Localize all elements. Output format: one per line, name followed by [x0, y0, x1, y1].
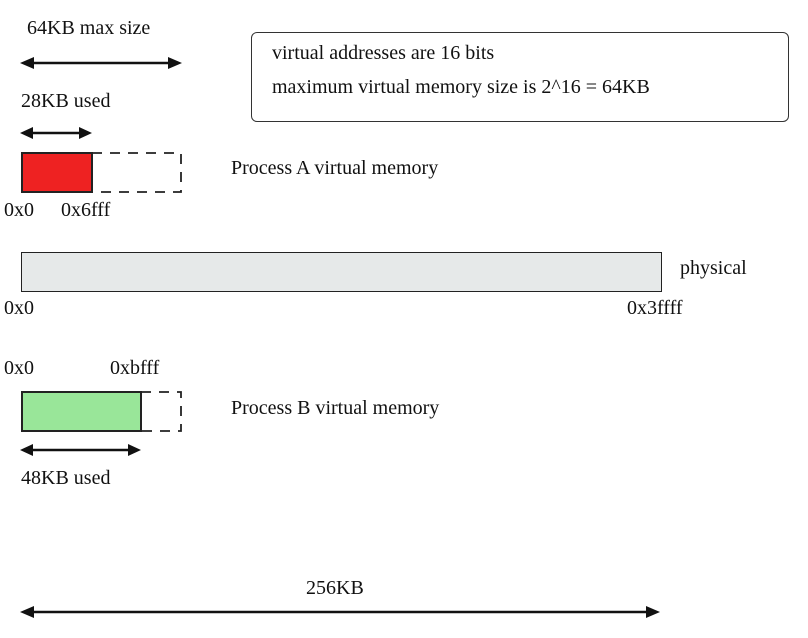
process-a-end-address: 0x6fff: [61, 199, 111, 221]
process-a-title: Process A virtual memory: [231, 157, 439, 179]
process-b-unused-region: [141, 391, 182, 432]
process-b-used-label: 48KB used: [21, 467, 111, 489]
process-b-used-block: [21, 391, 142, 432]
process-a-used-arrow: [20, 127, 92, 139]
physical-memory-block: [21, 252, 662, 292]
max-size-label: 64KB max size: [27, 17, 151, 39]
process-b-title: Process B virtual memory: [231, 397, 440, 419]
physical-end-address: 0x3ffff: [627, 297, 683, 319]
process-a-used-block: [21, 152, 93, 193]
max-size-arrow: [20, 57, 182, 69]
process-b-used-arrow: [20, 444, 141, 456]
physical-title: physical: [680, 257, 747, 279]
process-a-used-label: 28KB used: [21, 90, 111, 112]
note-line-1: virtual addresses are 16 bits: [272, 42, 495, 64]
process-b-end-address: 0xbfff: [110, 357, 160, 379]
process-a-unused-region: [92, 152, 182, 193]
physical-start-address: 0x0: [4, 297, 34, 319]
process-b-start-address: 0x0: [4, 357, 34, 379]
process-a-start-address: 0x0: [4, 199, 34, 221]
physical-size-arrow: [20, 606, 660, 618]
note-line-2: maximum virtual memory size is 2^16 = 64…: [272, 76, 650, 98]
physical-size-label: 256KB: [306, 577, 364, 599]
note-box: virtual addresses are 16 bits maximum vi…: [251, 32, 789, 122]
